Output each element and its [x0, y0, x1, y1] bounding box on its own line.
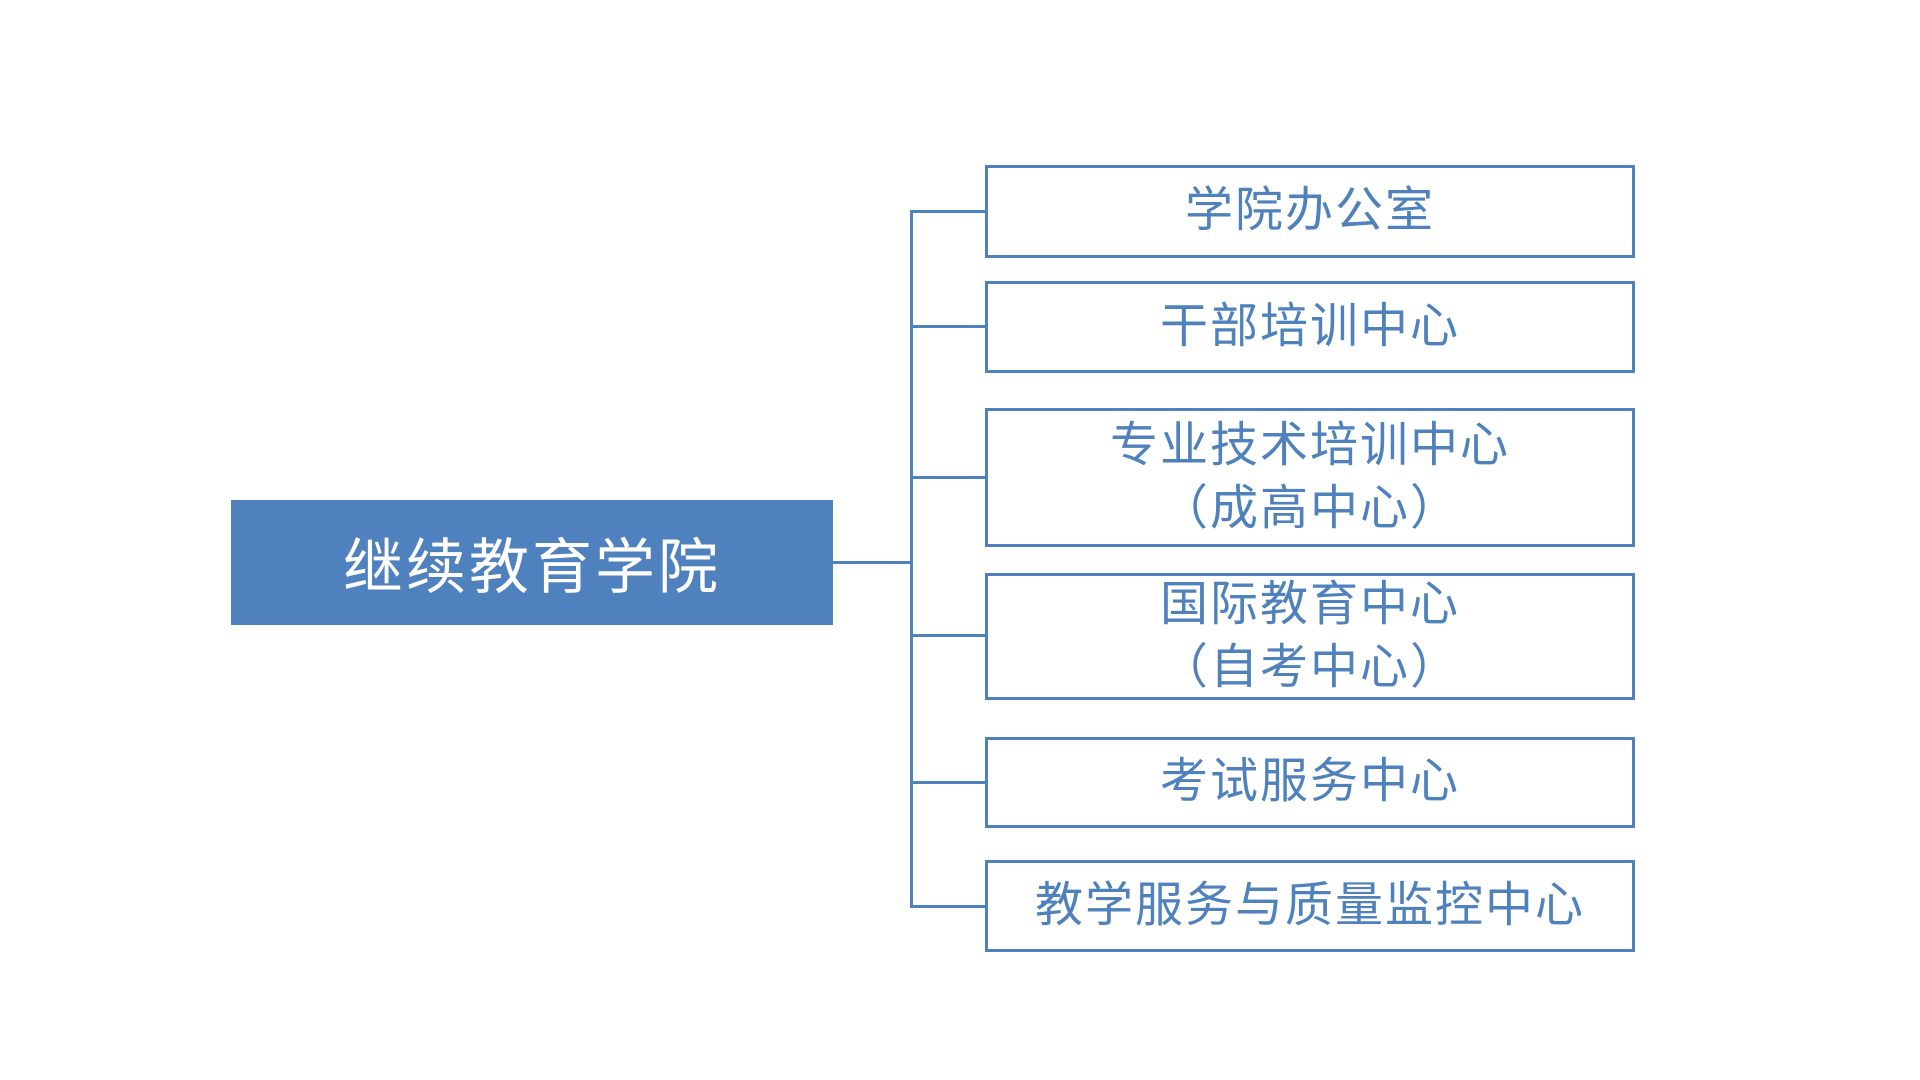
org-box-teaching-service-quality-monitoring-center: 教学服务与质量监控中心	[985, 860, 1635, 952]
org-box-cadre-training-center: 干部培训中心	[985, 281, 1635, 373]
org-box-sublabel: （成高中心）	[1159, 481, 1460, 535]
connector-branch-3	[911, 476, 987, 479]
connector-branch-1	[911, 210, 987, 213]
connector-branch-6	[911, 905, 987, 908]
connector-branch-5	[911, 781, 987, 784]
org-box-label: 教学服务与质量监控中心	[1034, 878, 1585, 932]
connector-branch-4	[911, 634, 987, 637]
connector-root-link	[833, 561, 911, 564]
org-box-college-office: 学院办公室	[985, 165, 1635, 258]
org-box-sublabel: （自考中心）	[1159, 640, 1460, 694]
org-box-label: 国际教育中心	[1159, 578, 1460, 632]
org-root-label: 继续教育学院	[343, 534, 721, 601]
org-root-box: 继续教育学院	[231, 500, 833, 625]
org-box-label: 学院办公室	[1184, 184, 1435, 238]
org-box-professional-technical-training-center: 专业技术培训中心 （成高中心）	[985, 408, 1635, 547]
connector-branch-2	[911, 325, 987, 328]
org-box-exam-service-center: 考试服务中心	[985, 737, 1635, 828]
org-box-international-education-center: 国际教育中心 （自考中心）	[985, 573, 1635, 700]
org-box-label: 考试服务中心	[1159, 755, 1460, 809]
org-box-label: 专业技术培训中心	[1109, 419, 1510, 473]
org-box-label: 干部培训中心	[1159, 299, 1460, 353]
connector-trunk	[910, 210, 913, 908]
